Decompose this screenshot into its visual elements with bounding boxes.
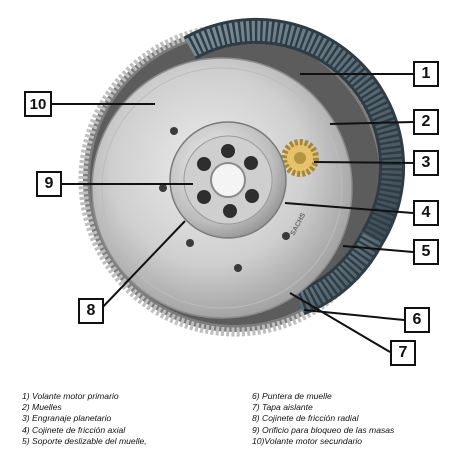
legend-right: 6) Puntera de muelle 7) Tapa aislante 8)… [252,391,394,447]
callout-1: 1 [413,61,439,87]
legend-item-10: 10)Volante motor secundario [252,435,363,446]
callout-4: 4 [413,200,439,226]
callout-7: 7 [390,340,416,366]
legend-item-2: 2) Muelles [22,402,62,413]
legend-item-5: 5) Soporte deslizable del muelle, [22,435,147,446]
hub [169,121,287,239]
legend-item-1: 1) Volante motor primario [22,391,119,401]
leader-lines [51,73,417,353]
callout-8: 8 [78,298,104,324]
legend-item-7: 7) Tapa aislante [252,402,313,413]
legend-item-3: 3) Engranaje planetario [22,413,112,424]
callout-10: 10 [24,91,52,117]
callout-9: 9 [36,171,62,197]
legend-item-6: 6) Puntera de muelle [252,391,332,401]
planetary-gear [281,139,319,177]
legend-item-9: 9) Orificio para bloqueo de las masas [252,424,395,435]
callout-5: 5 [413,239,439,265]
callout-2: 2 [413,109,439,135]
legend-left: 1) Volante motor primario 2) Muelles 3) … [22,391,147,447]
callout-6: 6 [404,307,430,333]
legend-item-8: 8) Cojinete de fricción radial [252,413,359,424]
callout-3: 3 [413,150,439,176]
legend-item-4: 4) Cojinete de fricción axial [22,424,126,435]
